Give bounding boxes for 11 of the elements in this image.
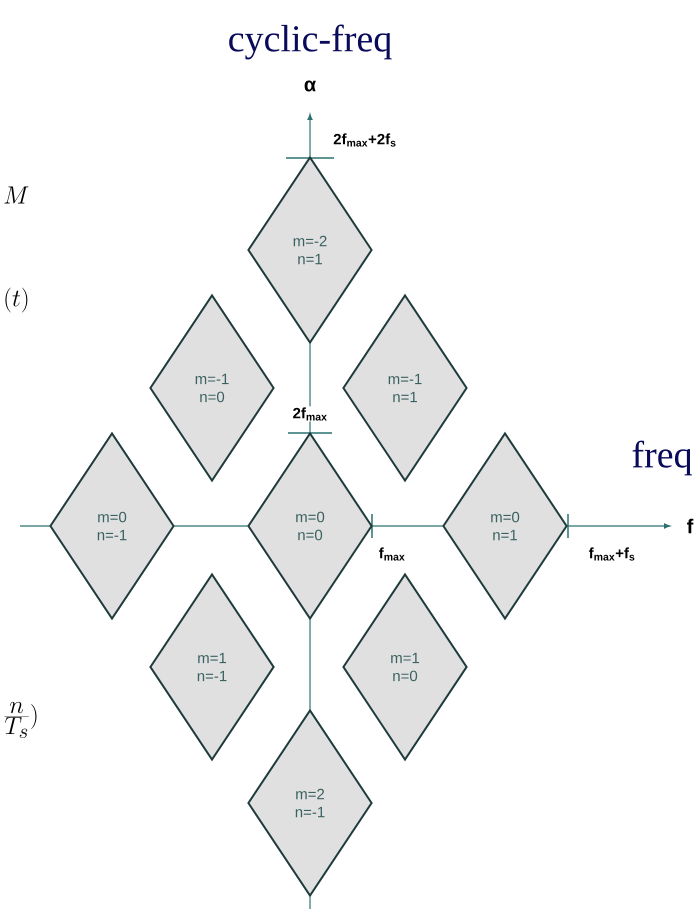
tick-label: f$_{max}$ (379, 547, 405, 561)
tick-label: f$_{max}$+f$_{s}$ (588, 547, 634, 561)
tick-label: 2f$_{max}$ (292, 406, 328, 422)
axis-label: α (304, 80, 316, 92)
formula-fragment: $(t)$ (5, 288, 28, 312)
formula-fragment: $M$ (4, 186, 29, 204)
axis-title: freq (632, 440, 692, 476)
axis-label: f (687, 518, 694, 534)
axis-title: cyclic-freq (229, 24, 392, 60)
tick-label: 2f$_{max}$+2f$_{s}$ (334, 133, 396, 147)
formula-fragment: $\frac{n}{T_s}\Big)$ (4, 702, 36, 738)
